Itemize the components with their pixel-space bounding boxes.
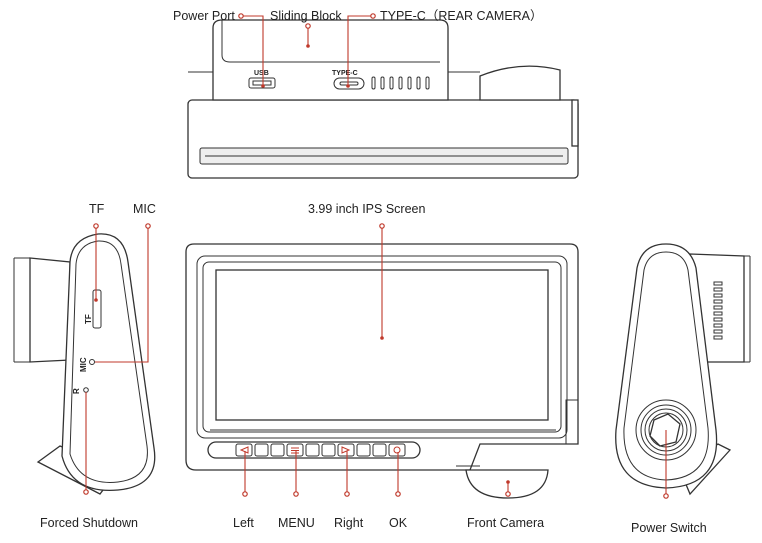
callout-type-c: TYPE-C（REAR CAMERA） [346,9,543,88]
callout-screen: 3.99 inch IPS Screen [308,202,425,340]
label-tf: TF [89,202,105,216]
label-sliding-block: Sliding Block [270,9,342,23]
callout-tf: TF [89,202,105,302]
label-menu: MENU [278,516,315,530]
label-right: Right [334,516,364,530]
power-switch-knob[interactable] [649,413,681,447]
callout-sliding-block: Sliding Block [270,9,342,48]
front-view: 3.99 inch IPS Screen Left MENU Right OK [185,202,579,530]
callout-left: Left [233,451,254,530]
vent-slots [371,76,430,90]
callout-forced-shutdown: Forced Shutdown [40,392,138,530]
button-strip [207,441,421,459]
mic-mark: MIC [79,357,88,372]
label-forced-shutdown: Forced Shutdown [40,516,138,530]
label-type-c: TYPE-C（REAR CAMERA） [380,9,543,23]
left-side-view: TF MIC R TF MIC Forced Shutdown [13,202,156,530]
callout-power-switch: Power Switch [631,430,707,535]
button-menu[interactable] [286,443,304,457]
callout-right: Right [334,451,364,530]
top-view: USB TYPE-C Power Port Sliding Block [173,9,579,179]
tf-mark: TF [84,314,93,324]
callout-ok: OK [389,452,408,530]
button-ok[interactable] [388,443,406,457]
label-power-port: Power Port [173,9,235,23]
grip-ridges [713,281,723,340]
label-screen: 3.99 inch IPS Screen [308,202,425,216]
label-ok: OK [389,516,408,530]
reset-mark: R [72,388,81,394]
type-c-mark: TYPE-C [332,70,358,77]
label-mic: MIC [133,202,156,216]
label-power-switch: Power Switch [631,521,707,535]
callout-mic: MIC [95,202,156,363]
right-side-view: Power Switch [615,243,751,535]
usb-mark: USB [254,70,269,77]
label-front-camera: Front Camera [467,516,544,530]
callout-front-camera: Front Camera [467,480,544,530]
button-right[interactable] [337,443,355,457]
callout-power-port: Power Port [173,9,265,88]
front-camera-lens [465,469,549,499]
callout-menu: MENU [278,451,315,530]
label-left: Left [233,516,254,530]
